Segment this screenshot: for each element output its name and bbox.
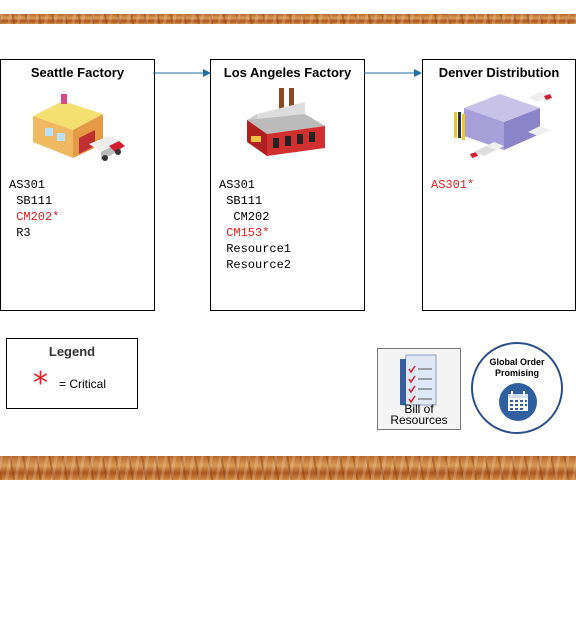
critical-symbol: *	[33, 366, 48, 401]
list-item: CM202	[219, 210, 270, 224]
bill-of-resources-line2: Resources	[390, 413, 448, 427]
item-list: AS301*	[431, 177, 474, 193]
arrow-seattle-to-la	[153, 69, 211, 77]
list-item-critical: CM202*	[9, 210, 60, 224]
wood-banner-top	[0, 14, 576, 24]
seattle-factory-node: Seattle Factory AS301 SB111 CM202* R3	[0, 59, 155, 311]
global-order-promising-badge: Global Order Promising	[471, 342, 563, 434]
bill-of-resources-tile: Bill of Resources	[377, 348, 461, 430]
list-item: R3	[9, 226, 31, 240]
warehouse-truck-icon	[1, 86, 154, 166]
global-order-promising-label: Global Order Promising	[477, 357, 557, 379]
checklist-document-icon	[400, 354, 437, 406]
list-item-critical: CM153*	[219, 226, 270, 240]
item-list: AS301 SB111 CM202 CM153* Resource1 Resou…	[219, 177, 291, 273]
list-item: Resource1	[219, 242, 292, 256]
calendar-icon	[499, 383, 537, 421]
list-item: AS301	[219, 178, 256, 192]
los-angeles-factory-node: Los Angeles Factory AS301 SB111 CM202 CM…	[210, 59, 365, 311]
item-list: AS301 SB111 CM202* R3	[9, 177, 59, 241]
list-item: SB111	[9, 194, 53, 208]
legend-title: Legend	[48, 344, 96, 359]
legend: Legend * = Critical	[6, 338, 138, 409]
node-title: Denver Distribution	[438, 65, 560, 80]
list-item: SB111	[219, 194, 263, 208]
wood-banner-bottom	[0, 456, 576, 480]
list-item: Resource2	[219, 258, 292, 272]
node-title: Seattle Factory	[30, 65, 125, 80]
bill-of-resources-line1: Bill of	[404, 402, 434, 416]
bill-of-resources-label: Bill of Resources	[378, 402, 460, 427]
factory-icon	[211, 86, 364, 166]
node-title: Los Angeles Factory	[223, 65, 352, 80]
legend-text: = Critical	[59, 377, 107, 391]
distribution-center-icon	[423, 86, 575, 166]
list-item: AS301	[9, 178, 46, 192]
gop-line1: Global Order	[489, 357, 545, 367]
arrow-la-to-denver	[364, 69, 422, 77]
gop-line2: Promising	[494, 368, 539, 378]
denver-distribution-node: Denver Distribution AS301*	[422, 59, 576, 311]
list-item-critical: AS301*	[431, 178, 475, 192]
